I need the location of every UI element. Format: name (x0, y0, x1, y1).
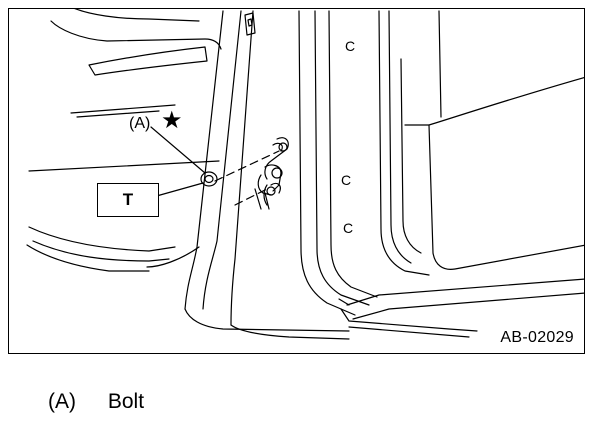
torque-symbol-box: T (97, 183, 159, 217)
door-frame-line-1 (298, 10, 356, 316)
figure-frame: C C C (A) ★ T AB-02029 (8, 8, 585, 354)
alignment-dashed-lower (234, 188, 268, 206)
pillar-base-curve (184, 308, 350, 332)
sill-line-4 (348, 326, 470, 338)
figure-code: AB-02029 (500, 329, 574, 346)
legend: (A) Bolt (48, 391, 144, 412)
callout-label-a: (A) (129, 115, 151, 132)
clip-marker-2: C (341, 172, 351, 188)
pillar-edge-left (184, 10, 224, 310)
callout-leader-a (150, 126, 206, 174)
sill-line-2 (346, 278, 584, 306)
panel-horizontal-line (28, 160, 220, 172)
sill-line-3 (352, 292, 584, 320)
bolt-icon (200, 171, 218, 187)
pillar-top-clip-mark (247, 18, 253, 27)
pillar-edge-right (230, 10, 254, 326)
alignment-dashed-upper (214, 150, 280, 182)
trim-lower-edge-2 (76, 110, 160, 118)
clip-marker-3: C (343, 220, 353, 236)
torque-leader (152, 182, 204, 198)
panel-lower-curve (28, 226, 176, 252)
door-frame-line-3 (328, 10, 378, 298)
striker-icon (254, 137, 289, 210)
panel-bottom-sweep (26, 244, 150, 272)
legend-description: Bolt (107, 390, 145, 413)
sill-step (338, 298, 350, 306)
trim-curve-upper (74, 9, 200, 22)
pillar-edge-inner (202, 10, 242, 310)
door-pillar-illustration: C C C (26, 9, 584, 340)
pillar-edge-curve (146, 246, 200, 268)
legend-key: (A) (48, 390, 76, 413)
trim-curve-top (50, 20, 222, 50)
sill-line-1 (340, 308, 478, 332)
panel-lower-curve-2 (32, 240, 170, 262)
trim-lower-edge (70, 104, 176, 114)
pillar-base-curve-2 (230, 324, 350, 340)
door-panel-upper-line (438, 10, 442, 118)
star-icon: ★ (161, 107, 183, 134)
door-frame-line-2 (314, 10, 370, 306)
door-panel-top (404, 76, 584, 126)
door-frame-line-4 (378, 10, 430, 276)
pillar-top-clip (244, 12, 256, 36)
door-frame-line-6 (400, 58, 422, 254)
door-frame-line-5 (388, 10, 412, 264)
trim-inner-panel (88, 46, 208, 76)
door-panel-outline (428, 124, 584, 270)
clip-marker-1: C (345, 38, 355, 54)
